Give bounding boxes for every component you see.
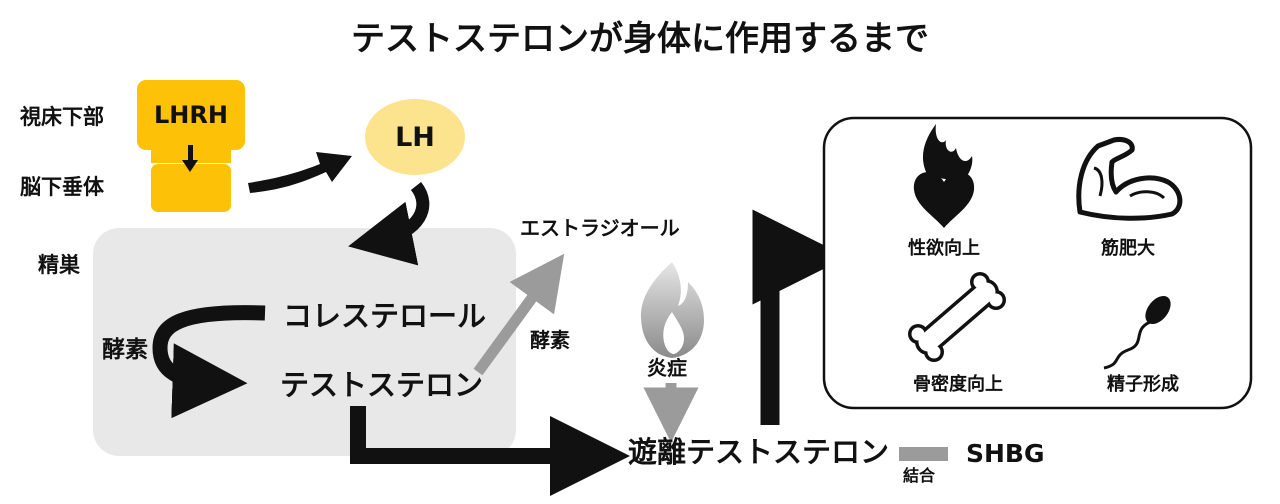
testis-label: 精巣 xyxy=(38,253,80,277)
arrow-lh-to-testis xyxy=(348,181,430,266)
testosterone-label: テストステロン xyxy=(280,368,484,402)
flame-icon xyxy=(640,262,704,358)
hypothalamus-pituitary-block xyxy=(137,80,245,212)
arrow-to-free-testosterone xyxy=(350,406,630,496)
arrow-pituitary-to-lh xyxy=(248,152,352,193)
arrow-to-effects xyxy=(752,209,848,425)
inflammation-label: 炎症 xyxy=(647,356,687,380)
bone-icon xyxy=(908,272,1006,362)
effect-label-bone-density: 骨密度向上 xyxy=(913,374,1003,395)
binding-label: 結合 xyxy=(903,466,936,485)
estradiol-label: エストラジオール xyxy=(520,216,680,240)
sperm-icon xyxy=(1103,295,1171,370)
shbg-binding-bar xyxy=(899,447,948,461)
enzyme-left-label: 酵素 xyxy=(102,337,148,363)
effect-label-libido: 性欲向上 xyxy=(908,238,980,259)
enzyme-right-label: 酵素 xyxy=(530,328,570,352)
diagram-title: テストステロンが身体に作用するまで xyxy=(351,19,929,59)
lhrh-label: LHRH xyxy=(154,101,228,129)
cholesterol-label: コレステロール xyxy=(283,299,487,333)
lh-label: LH xyxy=(395,122,435,153)
arrow-enzyme-conversion xyxy=(152,305,266,419)
shbg-label: SHBG xyxy=(966,439,1045,468)
free-testosterone-label: 遊離テストステロン xyxy=(628,435,890,469)
flexed-arm-icon xyxy=(1076,137,1183,221)
arrow-to-estradiol xyxy=(473,253,565,376)
lh-circle xyxy=(365,99,465,175)
pituitary-label: 脳下垂体 xyxy=(20,175,104,199)
effects-box xyxy=(822,116,1253,410)
hypothalamus-label: 視床下部 xyxy=(20,105,104,129)
flaming-heart-icon xyxy=(913,124,975,228)
effect-label-spermatogenesis: 精子形成 xyxy=(1107,374,1179,395)
effect-label-muscle: 筋肥大 xyxy=(1101,238,1155,259)
